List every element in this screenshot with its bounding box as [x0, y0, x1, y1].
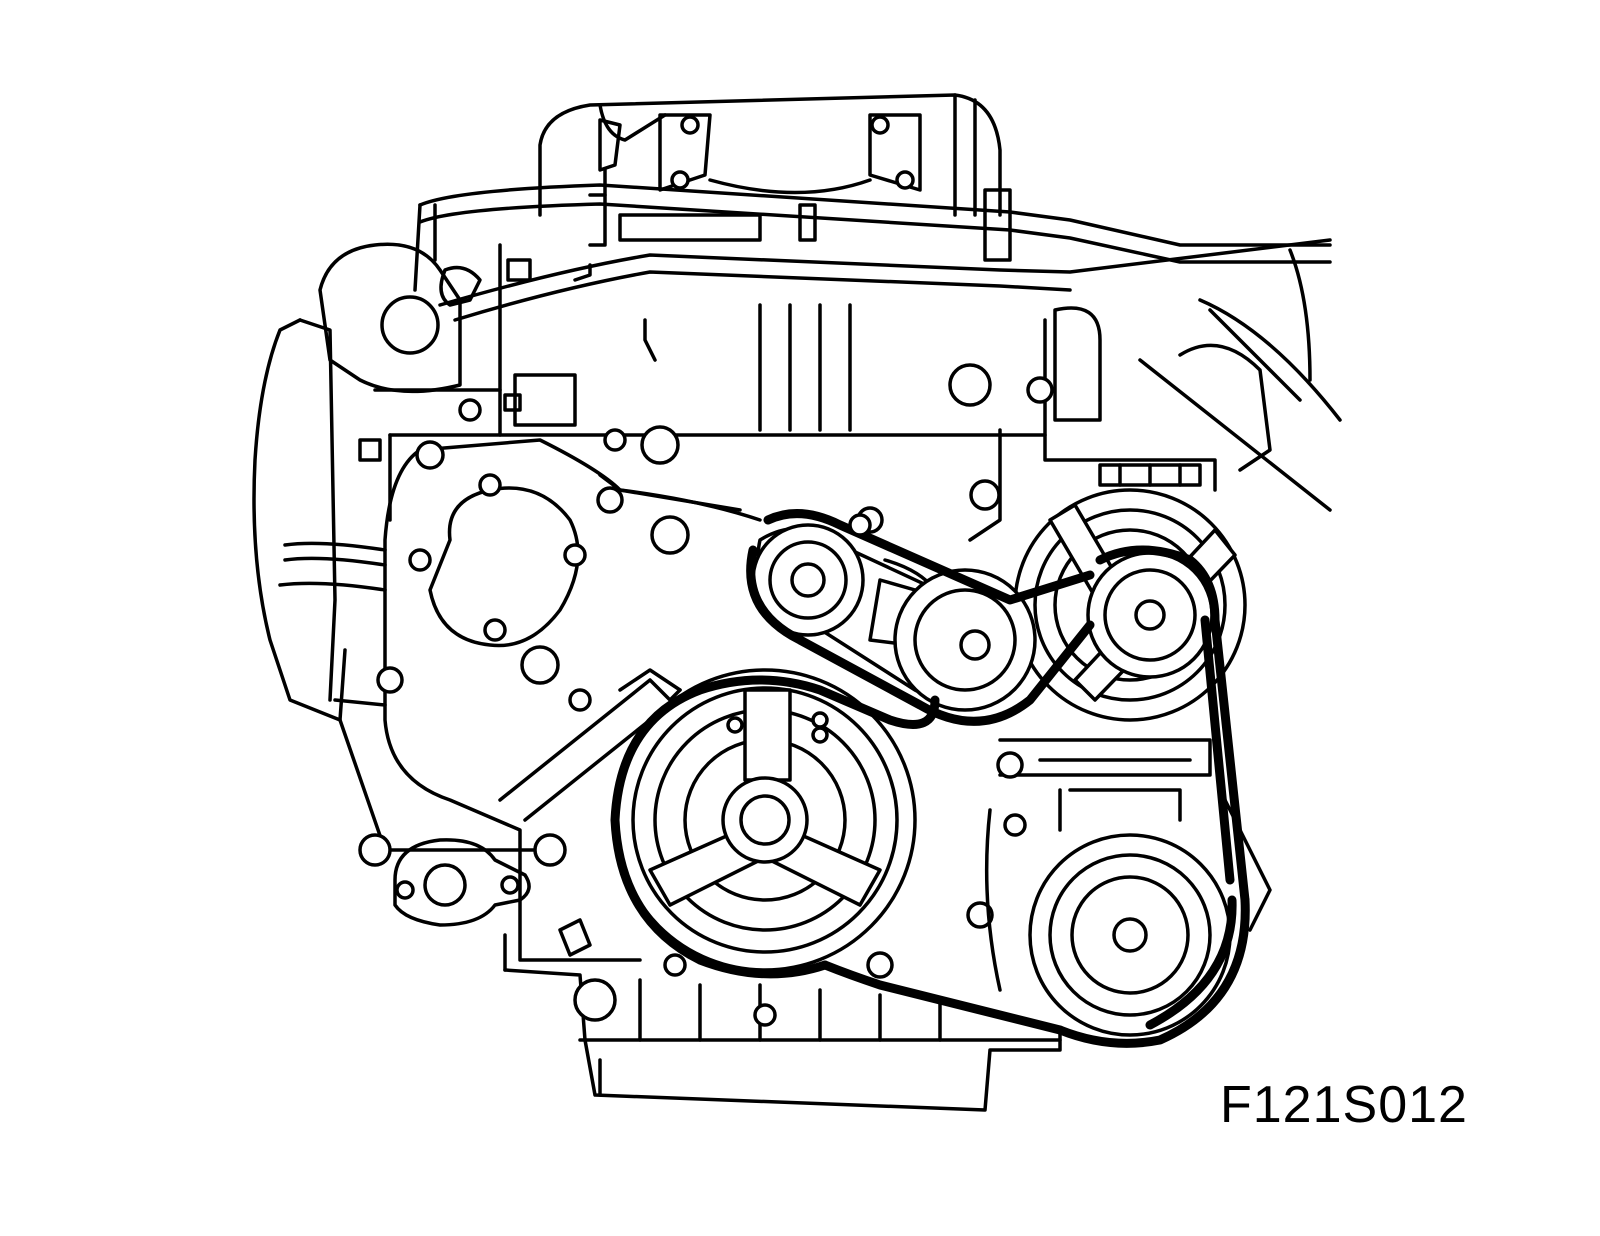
misc-bolts: [503, 258, 1027, 837]
power-steering-pulley: [1028, 833, 1232, 1037]
tensioner-assembly: [751, 523, 1037, 712]
figure-code-label: F121S012: [1220, 1076, 1468, 1134]
oil-pan: [503, 951, 1062, 1112]
valve-cover: [538, 93, 1002, 217]
engine-block: [358, 243, 1342, 522]
left-components: [252, 203, 482, 852]
upper-idler: [1086, 551, 1214, 679]
timing-cover: [376, 398, 884, 962]
drive-belt: [610, 509, 1250, 1048]
pipes: [418, 118, 1332, 322]
right-bracket: [966, 428, 1272, 992]
thermostat-housing: [358, 668, 682, 972]
